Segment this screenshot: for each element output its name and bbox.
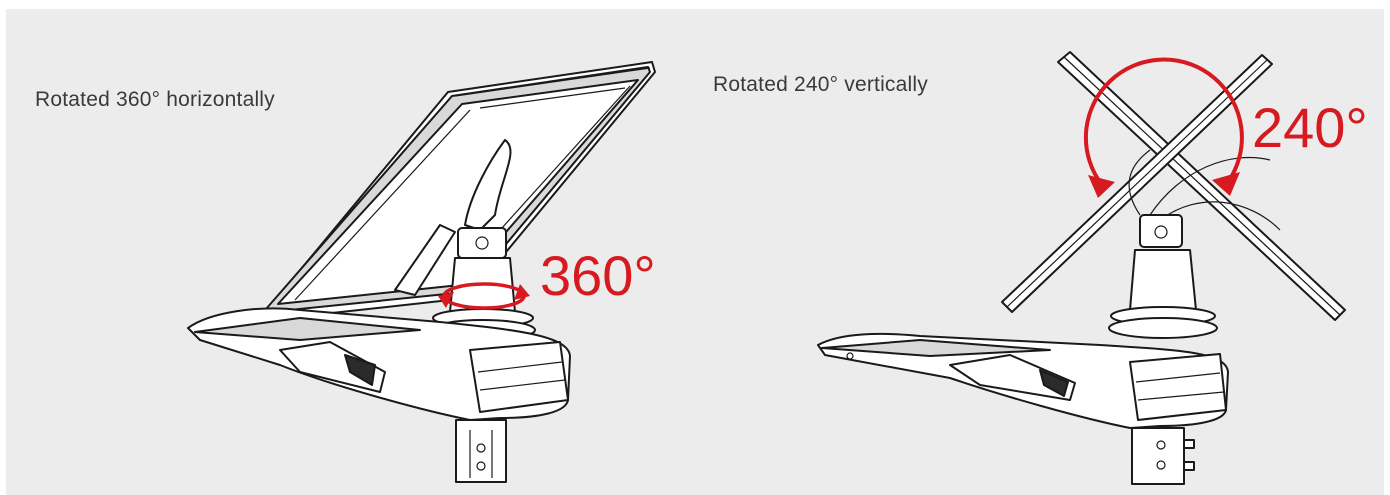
lamp-body-left: [187, 307, 571, 483]
lamp-body-right: [817, 332, 1229, 485]
left-angle-label: 360°: [540, 244, 656, 307]
pole-adapter-right: [1108, 214, 1218, 339]
solar-panel-left: [261, 61, 656, 321]
horizontal-rotation-arrow: [438, 282, 530, 310]
right-angle-label: 240°: [1252, 96, 1368, 159]
left-caption: Rotated 360° horizontally: [35, 88, 275, 111]
right-caption: Rotated 240° vertically: [713, 73, 928, 96]
vertical-rotation-arrow: [1083, 57, 1244, 198]
solar-panel-positions-right: [1001, 51, 1346, 321]
